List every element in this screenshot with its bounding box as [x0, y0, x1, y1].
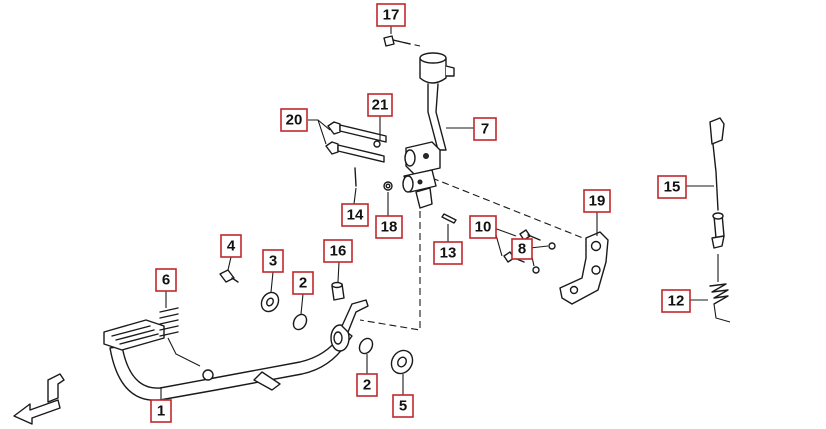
callout-20: 20 — [280, 108, 308, 132]
callout-8: 8 — [511, 238, 533, 260]
callout-18: 18 — [375, 215, 403, 239]
callout-2-upper: 2 — [292, 271, 314, 295]
callout-label: 2 — [363, 377, 371, 394]
callout-label: 1 — [157, 403, 165, 420]
dashed-assembly-lines — [359, 39, 589, 331]
spring-icon — [159, 307, 201, 367]
callout-label: 19 — [589, 193, 606, 210]
callout-12: 12 — [661, 289, 691, 313]
callout-6: 6 — [155, 268, 177, 292]
washer-icon — [260, 291, 414, 375]
callout-label: 16 — [330, 243, 347, 260]
grease-fitting-icon — [331, 281, 345, 301]
callout-label: 13 — [440, 245, 457, 262]
callout-label: 15 — [664, 179, 681, 196]
callout-label: 17 — [383, 7, 400, 24]
callout-15: 15 — [657, 175, 687, 199]
spring-icon — [709, 254, 731, 323]
bolt-icon — [383, 35, 411, 47]
callout-label: 4 — [227, 238, 236, 255]
callout-13: 13 — [433, 241, 463, 265]
callout-19: 19 — [583, 189, 611, 213]
bracket-icon — [559, 231, 609, 305]
nut-icon — [532, 242, 556, 274]
callout-label: 18 — [381, 219, 398, 236]
brake-pedal-icon — [103, 299, 369, 401]
callout-10: 10 — [469, 215, 497, 239]
callout-label: 12 — [668, 293, 685, 310]
switch-icon — [709, 117, 725, 249]
pin-icon — [441, 213, 457, 224]
bolt-icon — [325, 121, 387, 163]
master-cylinder-icon — [402, 141, 441, 209]
callout-17: 17 — [376, 3, 406, 27]
reservoir-icon — [419, 52, 455, 151]
bolt-icon — [219, 269, 239, 283]
callout-label: 8 — [518, 241, 526, 258]
callout-label: 21 — [372, 97, 389, 114]
nut-icon — [373, 140, 393, 191]
callout-label: 2 — [299, 275, 307, 292]
pin-icon — [354, 167, 357, 187]
callout-14: 14 — [341, 203, 369, 227]
callout-label: 20 — [286, 112, 303, 129]
callout-7: 7 — [473, 117, 497, 141]
callout-label: 6 — [162, 272, 170, 289]
front-arrow-icon — [13, 373, 65, 425]
callout-5: 5 — [392, 394, 414, 418]
callout-label: 3 — [269, 253, 277, 270]
callout-4: 4 — [220, 234, 242, 258]
callout-label: 14 — [347, 207, 364, 224]
callout-label: 7 — [481, 121, 489, 138]
callout-16: 16 — [323, 239, 353, 263]
callout-label: 10 — [475, 219, 492, 236]
callout-3: 3 — [262, 249, 284, 273]
callout-21: 21 — [367, 93, 393, 117]
callout-2-lower: 2 — [356, 373, 378, 397]
callout-label: 5 — [399, 398, 407, 415]
callout-1: 1 — [150, 399, 172, 423]
